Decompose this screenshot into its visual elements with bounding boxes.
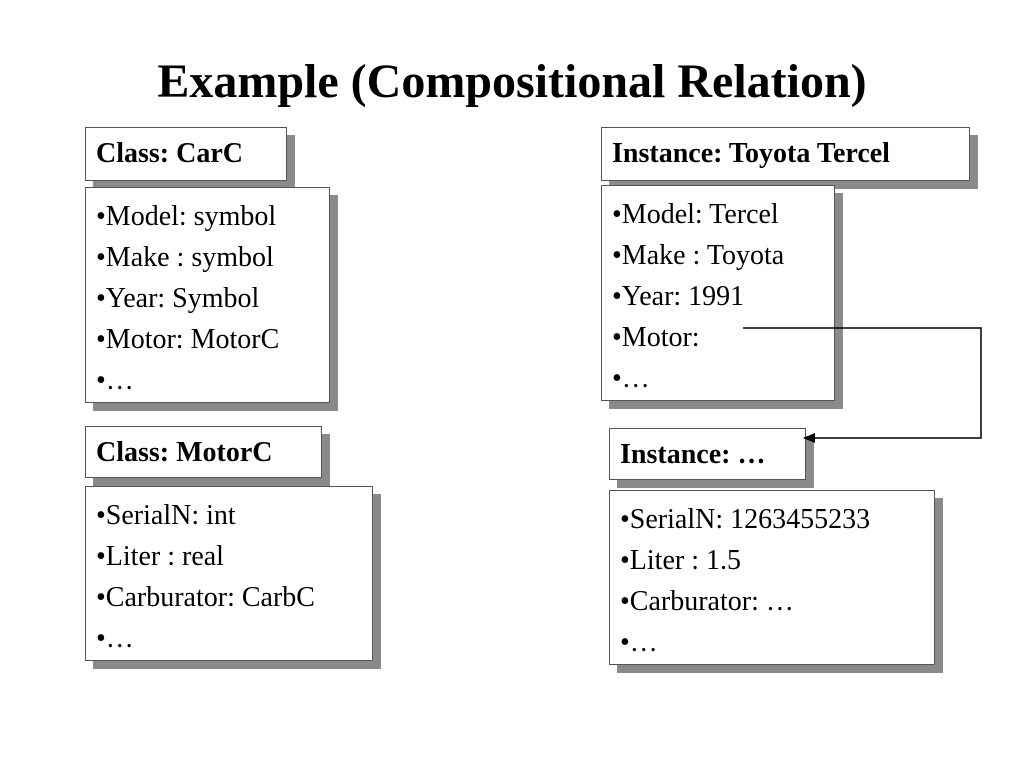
car-instance-fields-box: •Model: Tercel •Make : Toyota •Year: 199… bbox=[601, 185, 835, 401]
car-class-label-box: Class: CarC bbox=[85, 127, 287, 181]
car-instance-label-box: Instance: Toyota Tercel bbox=[601, 127, 970, 181]
car-class-field-year: •Year: Symbol bbox=[96, 283, 260, 314]
car-class-field-make: •Make : symbol bbox=[96, 242, 274, 273]
car-class-label: Class: CarC bbox=[96, 138, 243, 169]
car-instance-field-model: •Model: Tercel bbox=[612, 199, 779, 230]
car-instance-label: Instance: Toyota Tercel bbox=[612, 138, 890, 169]
motor-class-field-carburator: •Carburator: CarbC bbox=[96, 582, 315, 613]
motor-instance-field-liter: •Liter : 1.5 bbox=[620, 545, 741, 576]
car-class-field-model: •Model: symbol bbox=[96, 201, 277, 232]
car-instance-field-year: •Year: 1991 bbox=[612, 281, 745, 312]
motor-instance-label-box: Instance: … bbox=[609, 428, 806, 480]
motor-class-label-box: Class: MotorC bbox=[85, 426, 322, 478]
motor-class-field-serialn: •SerialN: int bbox=[96, 500, 236, 531]
car-class-fields-box: •Model: symbol •Make : symbol •Year: Sym… bbox=[85, 187, 330, 403]
motor-instance-label: Instance: … bbox=[620, 439, 766, 470]
motor-class-label: Class: MotorC bbox=[96, 437, 273, 468]
slide-title: Example (Compositional Relation) bbox=[157, 55, 867, 108]
motor-reference-arrow bbox=[743, 327, 982, 443]
car-instance-field-make: •Make : Toyota bbox=[612, 240, 785, 271]
motor-instance-fields-box: •SerialN: 1263455233 •Liter : 1.5 •Carbu… bbox=[609, 490, 935, 665]
motor-class-field-more: •… bbox=[96, 623, 134, 654]
motor-class-field-liter: •Liter : real bbox=[96, 541, 224, 572]
motor-instance-field-serialn: •SerialN: 1263455233 bbox=[620, 504, 871, 535]
motor-instance-field-more: •… bbox=[620, 627, 658, 658]
car-class-field-more: •… bbox=[96, 365, 134, 396]
car-instance-field-more: •… bbox=[612, 363, 650, 394]
car-instance-field-motor: •Motor: bbox=[612, 322, 700, 353]
car-class-field-motor: •Motor: MotorC bbox=[96, 324, 280, 355]
motor-instance-field-carburator: •Carburator: … bbox=[620, 586, 794, 617]
motor-class-fields-box: •SerialN: int •Liter : real •Carburator:… bbox=[85, 486, 373, 661]
